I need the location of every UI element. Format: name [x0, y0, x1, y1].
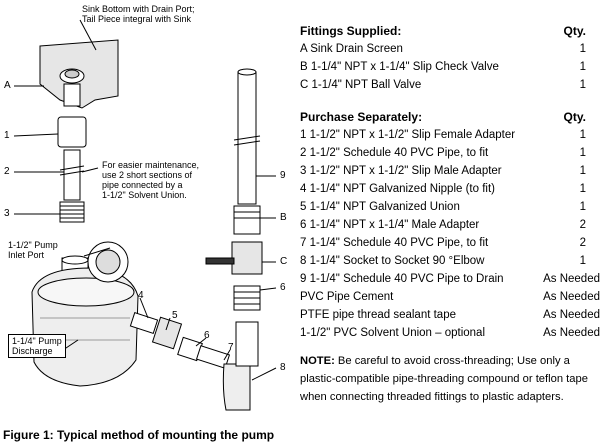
list-item: 1 1-1/2" NPT x 1-1/2" Slip Female Adapte…	[300, 126, 600, 144]
list-item: 7 1-1/4" Schedule 40 PVC Pipe, to fit 2	[300, 234, 600, 252]
note-label: NOTE:	[300, 355, 335, 367]
item-text: PVC Pipe Cement	[300, 291, 394, 303]
label-c: C	[280, 256, 288, 267]
item-text: 1-1/2" PVC Solvent Union – optional	[300, 327, 485, 339]
list-item: 4 1-1/4" NPT Galvanized Nipple (to fit) …	[300, 180, 600, 198]
item-qty: 1	[579, 43, 586, 55]
item-text: 7 1-1/4" Schedule 40 PVC Pipe, to fit	[300, 237, 489, 249]
galvanized-union	[151, 316, 183, 350]
item-qty: 1	[579, 147, 586, 159]
item-text: 9 1-1/4" Schedule 40 PVC Pipe to Drain	[300, 273, 504, 285]
item-text: 6 1-1/4" NPT x 1-1/4" Male Adapter	[300, 219, 480, 231]
pvc-pipe-7	[195, 345, 231, 369]
item-qty: As Needed	[543, 309, 600, 321]
purchase-heading-row: Purchase Separately: Qty.	[300, 108, 600, 126]
purchase-heading: Purchase Separately:	[300, 110, 423, 124]
check-valve	[233, 205, 261, 235]
label-4: 4	[138, 290, 144, 301]
parts-list: Fittings Supplied: Qty. A Sink Drain Scr…	[300, 22, 600, 342]
item-qty: 1	[579, 165, 586, 177]
elbow	[222, 363, 251, 411]
item-text: B 1-1/4" NPT x 1-1/4" Slip Check Valve	[300, 61, 499, 73]
item-qty: 2	[579, 237, 586, 249]
label-b: B	[280, 212, 287, 223]
label-2: 2	[4, 166, 10, 177]
label-9: 9	[280, 170, 286, 181]
fittings-heading: Fittings Supplied:	[300, 24, 402, 38]
list-item: 2 1-1/2" Schedule 40 PVC Pipe, to fit 1	[300, 144, 600, 162]
list-item: 6 1-1/4" NPT x 1-1/4" Male Adapter 2	[300, 216, 600, 234]
item-qty: 2	[579, 219, 586, 231]
item-text: C 1-1/4" NPT Ball Valve	[300, 79, 422, 91]
item-text: 5 1-1/4" NPT Galvanized Union	[300, 201, 460, 213]
pvc-pipe-7-upper	[235, 321, 259, 367]
purchase-qty-heading: Qty.	[563, 110, 586, 124]
label-7: 7	[228, 342, 234, 353]
item-qty: 1	[579, 255, 586, 267]
item-text: 2 1-1/2" Schedule 40 PVC Pipe, to fit	[300, 147, 489, 159]
list-item: PVC Pipe Cement As Needed	[300, 288, 600, 306]
item-qty: As Needed	[543, 327, 600, 339]
item-text: A Sink Drain Screen	[300, 43, 403, 55]
item-qty: 1	[579, 183, 586, 195]
fittings-heading-row: Fittings Supplied: Qty.	[300, 22, 600, 40]
label-6: 6	[204, 330, 210, 341]
item-qty: As Needed	[543, 291, 600, 303]
pump-mounting-diagram: Sink Bottom with Drain Port; Tail Piece …	[0, 0, 300, 420]
male-adapter	[59, 201, 85, 223]
spacer	[300, 94, 600, 108]
item-text: 4 1-1/4" NPT Galvanized Nipple (to fit)	[300, 183, 495, 195]
item-qty: 1	[579, 61, 586, 73]
sink-bottom-callout: Sink Bottom with Drain Port; Tail Piece …	[82, 4, 195, 24]
ball-valve	[231, 241, 263, 275]
item-qty: 1	[579, 129, 586, 141]
label-a: A	[4, 80, 11, 91]
cross-threading-note: NOTE: Be careful to avoid cross-threadin…	[300, 352, 600, 406]
item-qty: 1	[579, 79, 586, 91]
pvc-pipe-2	[63, 149, 81, 201]
item-text: PTFE pipe thread sealant tape	[300, 309, 456, 321]
inlet-port-callout: 1-1/2" Pump Inlet Port	[8, 240, 58, 260]
list-item: A Sink Drain Screen 1	[300, 40, 600, 58]
label-5: 5	[172, 310, 178, 321]
list-item: B 1-1/4" NPT x 1-1/4" Slip Check Valve 1	[300, 58, 600, 76]
label-3: 3	[4, 208, 10, 219]
item-qty: 1	[579, 201, 586, 213]
list-item: PTFE pipe thread sealant tape As Needed	[300, 306, 600, 324]
female-adapter	[57, 116, 87, 148]
label-6-right: 6	[280, 282, 286, 293]
maintenance-callout: For easier maintenance, use 2 short sect…	[102, 160, 200, 200]
item-text: 1 1-1/2" NPT x 1-1/2" Slip Female Adapte…	[300, 129, 516, 141]
label-8: 8	[280, 362, 286, 373]
galvanized-nipple	[129, 312, 159, 334]
list-item: 5 1-1/4" NPT Galvanized Union 1	[300, 198, 600, 216]
list-item: C 1-1/4" NPT Ball Valve 1	[300, 76, 600, 94]
list-item: 3 1-1/2" NPT x 1-1/2" Slip Male Adapter …	[300, 162, 600, 180]
pump-discharge-callout: 1-1/4" Pump Discharge	[8, 334, 66, 358]
list-item: 9 1-1/4" Schedule 40 PVC Pipe to Drain A…	[300, 270, 600, 288]
item-text: 8 1-1/4" Socket to Socket 90 °Elbow	[300, 255, 485, 267]
item-qty: As Needed	[543, 273, 600, 285]
fittings-qty-heading: Qty.	[563, 24, 586, 38]
figure-caption: Figure 1: Typical method of mounting the…	[3, 428, 275, 442]
list-item: 1-1/2" PVC Solvent Union – optional As N…	[300, 324, 600, 342]
list-item: 8 1-1/4" Socket to Socket 90 °Elbow 1	[300, 252, 600, 270]
tail-piece	[63, 83, 81, 107]
label-1: 1	[4, 130, 10, 141]
note-text: Be careful to avoid cross-threading; Use…	[300, 355, 588, 403]
item-text: 3 1-1/2" NPT x 1-1/2" Slip Male Adapter	[300, 165, 502, 177]
